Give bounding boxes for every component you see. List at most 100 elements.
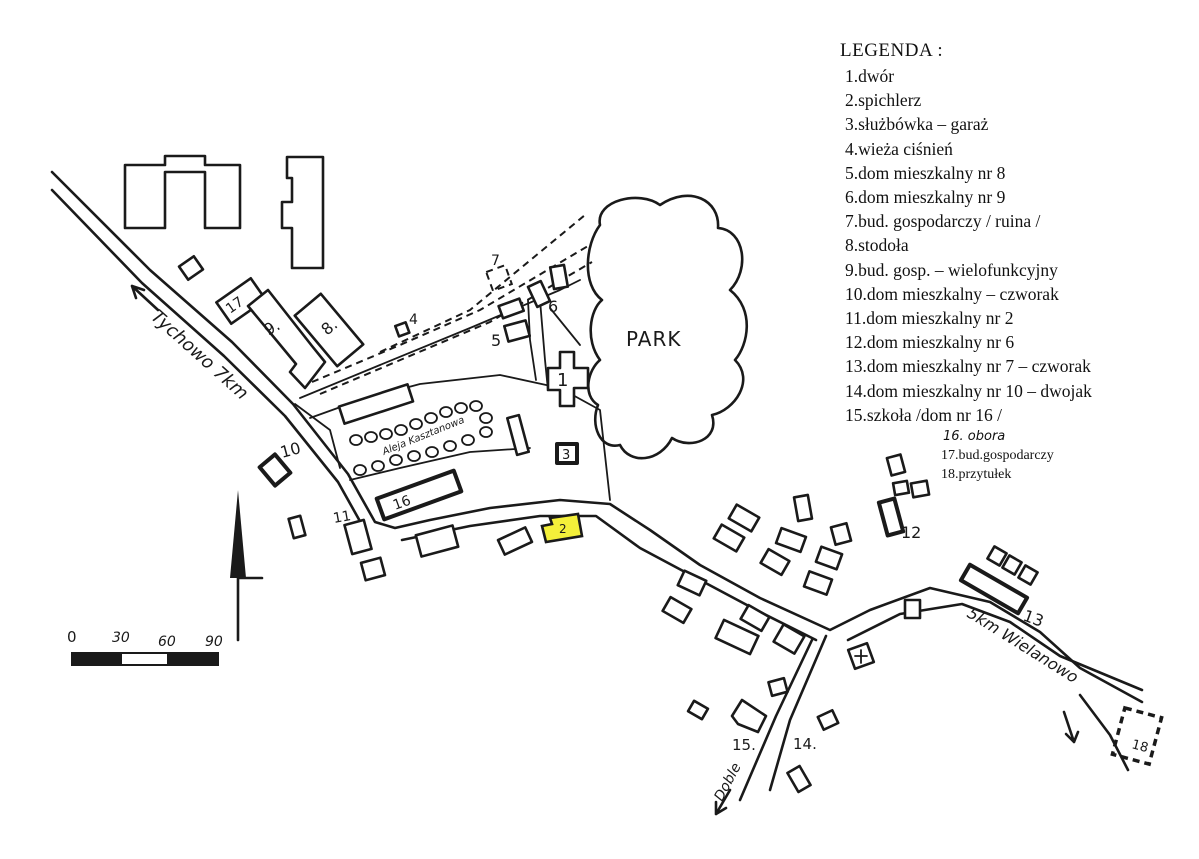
- building-1: [546, 350, 590, 408]
- scale-tick-90: 90: [205, 634, 223, 650]
- chestnut-alley: [349, 400, 493, 476]
- legend-item: 3.służbówka – garaż: [845, 114, 989, 135]
- label-14: 14.: [793, 735, 817, 753]
- legend-item: 12.dom mieszkalny nr 6: [845, 332, 1015, 353]
- legend-item: 1.dwór: [845, 66, 895, 86]
- label-11: 11: [332, 508, 352, 527]
- legend-item: 8.stodoła: [845, 235, 909, 256]
- building-small-a: [177, 254, 205, 282]
- legend-item: 6.dom mieszkalny nr 9: [845, 187, 1006, 208]
- building-r15: [686, 699, 710, 721]
- building-13-b: [1001, 554, 1023, 576]
- building-2: [540, 512, 584, 544]
- building-16: [374, 468, 464, 522]
- legend-title: LEGENDA :: [840, 40, 944, 61]
- legend-item: 2.spichlerz: [845, 90, 922, 111]
- legend-item: 4.wieża ciśnień: [845, 138, 953, 159]
- building-15: [730, 698, 768, 734]
- cross-icon: [854, 649, 868, 664]
- scale-tick-30: 30: [112, 630, 130, 646]
- arrow-tychowo-icon: [130, 284, 160, 312]
- label-15: 15.: [732, 736, 756, 754]
- building-complex-top: [123, 154, 242, 230]
- building-8: [293, 292, 365, 368]
- building-13-c: [1017, 564, 1039, 586]
- scale-bar: 0 30 60 90: [67, 628, 223, 666]
- park-label: PARK: [626, 327, 681, 351]
- scale-tick-0: 0: [67, 628, 77, 646]
- building-lower-b: [496, 526, 534, 556]
- building-r1: [727, 503, 761, 533]
- legend-item-18: 18.przytułek: [941, 467, 1012, 483]
- building-r5: [829, 521, 853, 547]
- road-label-doble: Doble: [711, 760, 744, 803]
- building-r9: [676, 569, 708, 597]
- building-13-a: [986, 545, 1008, 567]
- label-3: 3: [562, 448, 570, 463]
- label-4: 4: [409, 312, 418, 328]
- building-6-b: [548, 263, 570, 291]
- building-14: [786, 764, 812, 794]
- building-9: [246, 288, 327, 390]
- building-r10: [661, 595, 693, 625]
- legend-item: 11.dom mieszkalny nr 2: [845, 308, 1014, 329]
- label-16: 16: [391, 493, 413, 514]
- label-13: 13: [1021, 606, 1047, 631]
- building-small-b: [287, 514, 307, 540]
- legend-item-17: 17.bud.gospodarczy: [941, 448, 1054, 464]
- label-10: 10: [278, 438, 303, 462]
- label-7: 7: [491, 253, 500, 269]
- alley-label: Aleja Kasztanowa: [380, 415, 466, 458]
- label-18: 18: [1130, 737, 1150, 756]
- legend-item: 10.dom mieszkalny – czworak: [845, 283, 1059, 304]
- building-11: [343, 518, 373, 556]
- north-arrow: [230, 490, 264, 642]
- arrow-wielanowo-icon: [1062, 710, 1080, 744]
- park-area: [586, 194, 749, 460]
- building-r13: [772, 623, 806, 655]
- label-2: 2: [559, 522, 567, 536]
- building-5-small: [497, 297, 526, 320]
- building-5: [503, 319, 531, 343]
- building-r8: [802, 570, 834, 596]
- label-1: 1: [557, 370, 568, 391]
- building-r4: [774, 526, 808, 554]
- building-11-b: [359, 556, 387, 582]
- building-tall-top: [280, 155, 325, 270]
- building-4: [393, 321, 411, 338]
- legend-item: 14.dom mieszkalny nr 10 – dwojak: [845, 380, 1092, 401]
- label-6: 6: [548, 297, 558, 316]
- building-3: [555, 442, 579, 465]
- building-r14: [767, 676, 789, 698]
- scale-tick-60: 60: [158, 634, 176, 650]
- building-12-c: [909, 479, 931, 499]
- label-12: 12: [901, 523, 921, 542]
- building-13: [958, 562, 1030, 616]
- building-7: [484, 263, 514, 293]
- legend: LEGENDA : 1.dwór 2.spichlerz 3.służbówka…: [836, 40, 1092, 484]
- building-r11: [739, 603, 771, 633]
- building-r7: [814, 545, 844, 571]
- building-12-a: [885, 453, 907, 477]
- legend-item: 13.dom mieszkalny nr 7 – czworak: [845, 356, 1091, 377]
- legend-item: 5.dom mieszkalny nr 8: [845, 162, 1006, 183]
- legend-item-16: 16. obora: [943, 429, 1006, 445]
- building-12: [876, 496, 906, 538]
- legend-item: 7.bud. gospodarczy / ruina /: [845, 211, 1041, 232]
- arrow-doble-icon: [714, 788, 732, 816]
- building-r12: [714, 618, 760, 656]
- building-r16: [816, 708, 840, 732]
- building-long-center: [337, 383, 415, 425]
- building-narrow-center: [505, 413, 531, 457]
- building-17: [215, 277, 267, 325]
- legend-item: 15.szkoła /dom nr 16 /: [845, 404, 1002, 425]
- building-small-c: [903, 598, 922, 620]
- buildings: [123, 154, 1164, 794]
- building-12-b: [891, 479, 911, 497]
- building-6: [526, 279, 552, 309]
- building-r2: [712, 523, 746, 553]
- building-lower-a: [414, 524, 460, 558]
- building-r3: [792, 493, 814, 523]
- legend-item: 9.bud. gosp. – wielofunkcyjny: [845, 259, 1058, 280]
